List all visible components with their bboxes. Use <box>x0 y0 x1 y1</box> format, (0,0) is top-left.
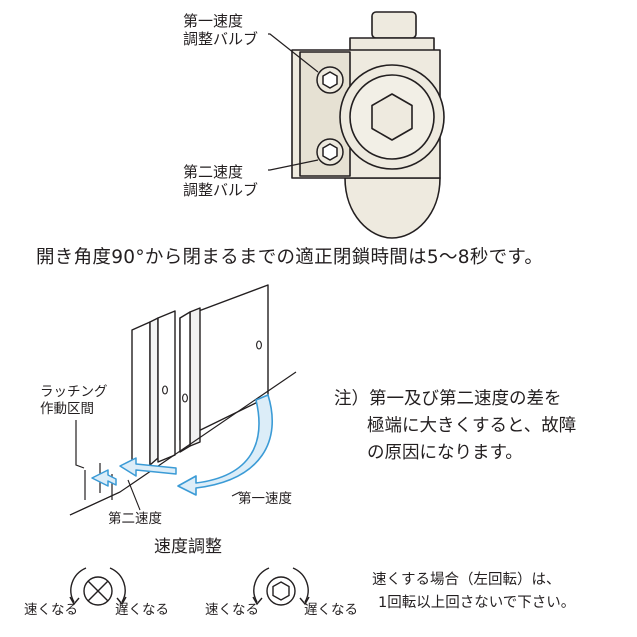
faster-label-b: 速くなる <box>205 602 259 618</box>
note-line-1: 第一及び第二速度の差を <box>369 389 562 409</box>
valve-1-label-line-1: 第一速度 <box>183 12 244 30</box>
slower-label-a: 遅くなる <box>115 602 169 618</box>
valve-2-label: 第二速度 調整バルブ <box>183 163 258 199</box>
note-line-3: の原因になります。 <box>367 443 523 463</box>
slower-label-b: 遅くなる <box>304 602 358 618</box>
ccw-arrow-icon <box>252 567 270 606</box>
valve-2-label-line-1: 第二速度 <box>183 163 244 181</box>
latching-label-line-1: ラッチング <box>40 384 108 400</box>
note-block: 注）第一及び第二速度の差を <box>334 386 562 413</box>
valve-1-label: 第一速度 調整バルブ <box>183 12 258 48</box>
valve-1-icon <box>316 66 344 94</box>
first-speed-label: 第一速度 <box>238 491 292 507</box>
valve-hex-icon <box>266 576 296 606</box>
speed-adjust-caption: 速度調整 <box>154 537 222 557</box>
second-speed-label: 第二速度 <box>108 511 162 527</box>
faster-label-a: 速くなる <box>24 602 78 618</box>
closing-time-heading: 開き角度90°から閉まるまでの適正閉鎖時間は5〜8秒です。 <box>36 247 544 268</box>
cw-arrow-icon <box>292 567 310 606</box>
valve-cross-icon <box>83 576 113 606</box>
rotation-caution-line-1: 速くする場合（左回転）は、 <box>372 572 561 588</box>
valve-2-icon <box>316 138 344 166</box>
valve-2-label-line-2: 調整バルブ <box>183 181 259 199</box>
ccw-arrow-icon <box>69 567 87 606</box>
cw-arrow-icon <box>109 567 127 606</box>
latching-section-label: ラッチング 作動区間 <box>40 384 108 418</box>
rotation-caution-line-2: 1回転以上回さないで下さい。 <box>378 595 576 611</box>
valve-1-label-line-2: 調整バルブ <box>183 30 259 48</box>
note-line-2: 極端に大きくすると、故障 <box>367 416 577 436</box>
latching-label-line-2: 作動区間 <box>40 401 94 417</box>
note-prefix: 注） <box>334 389 369 409</box>
